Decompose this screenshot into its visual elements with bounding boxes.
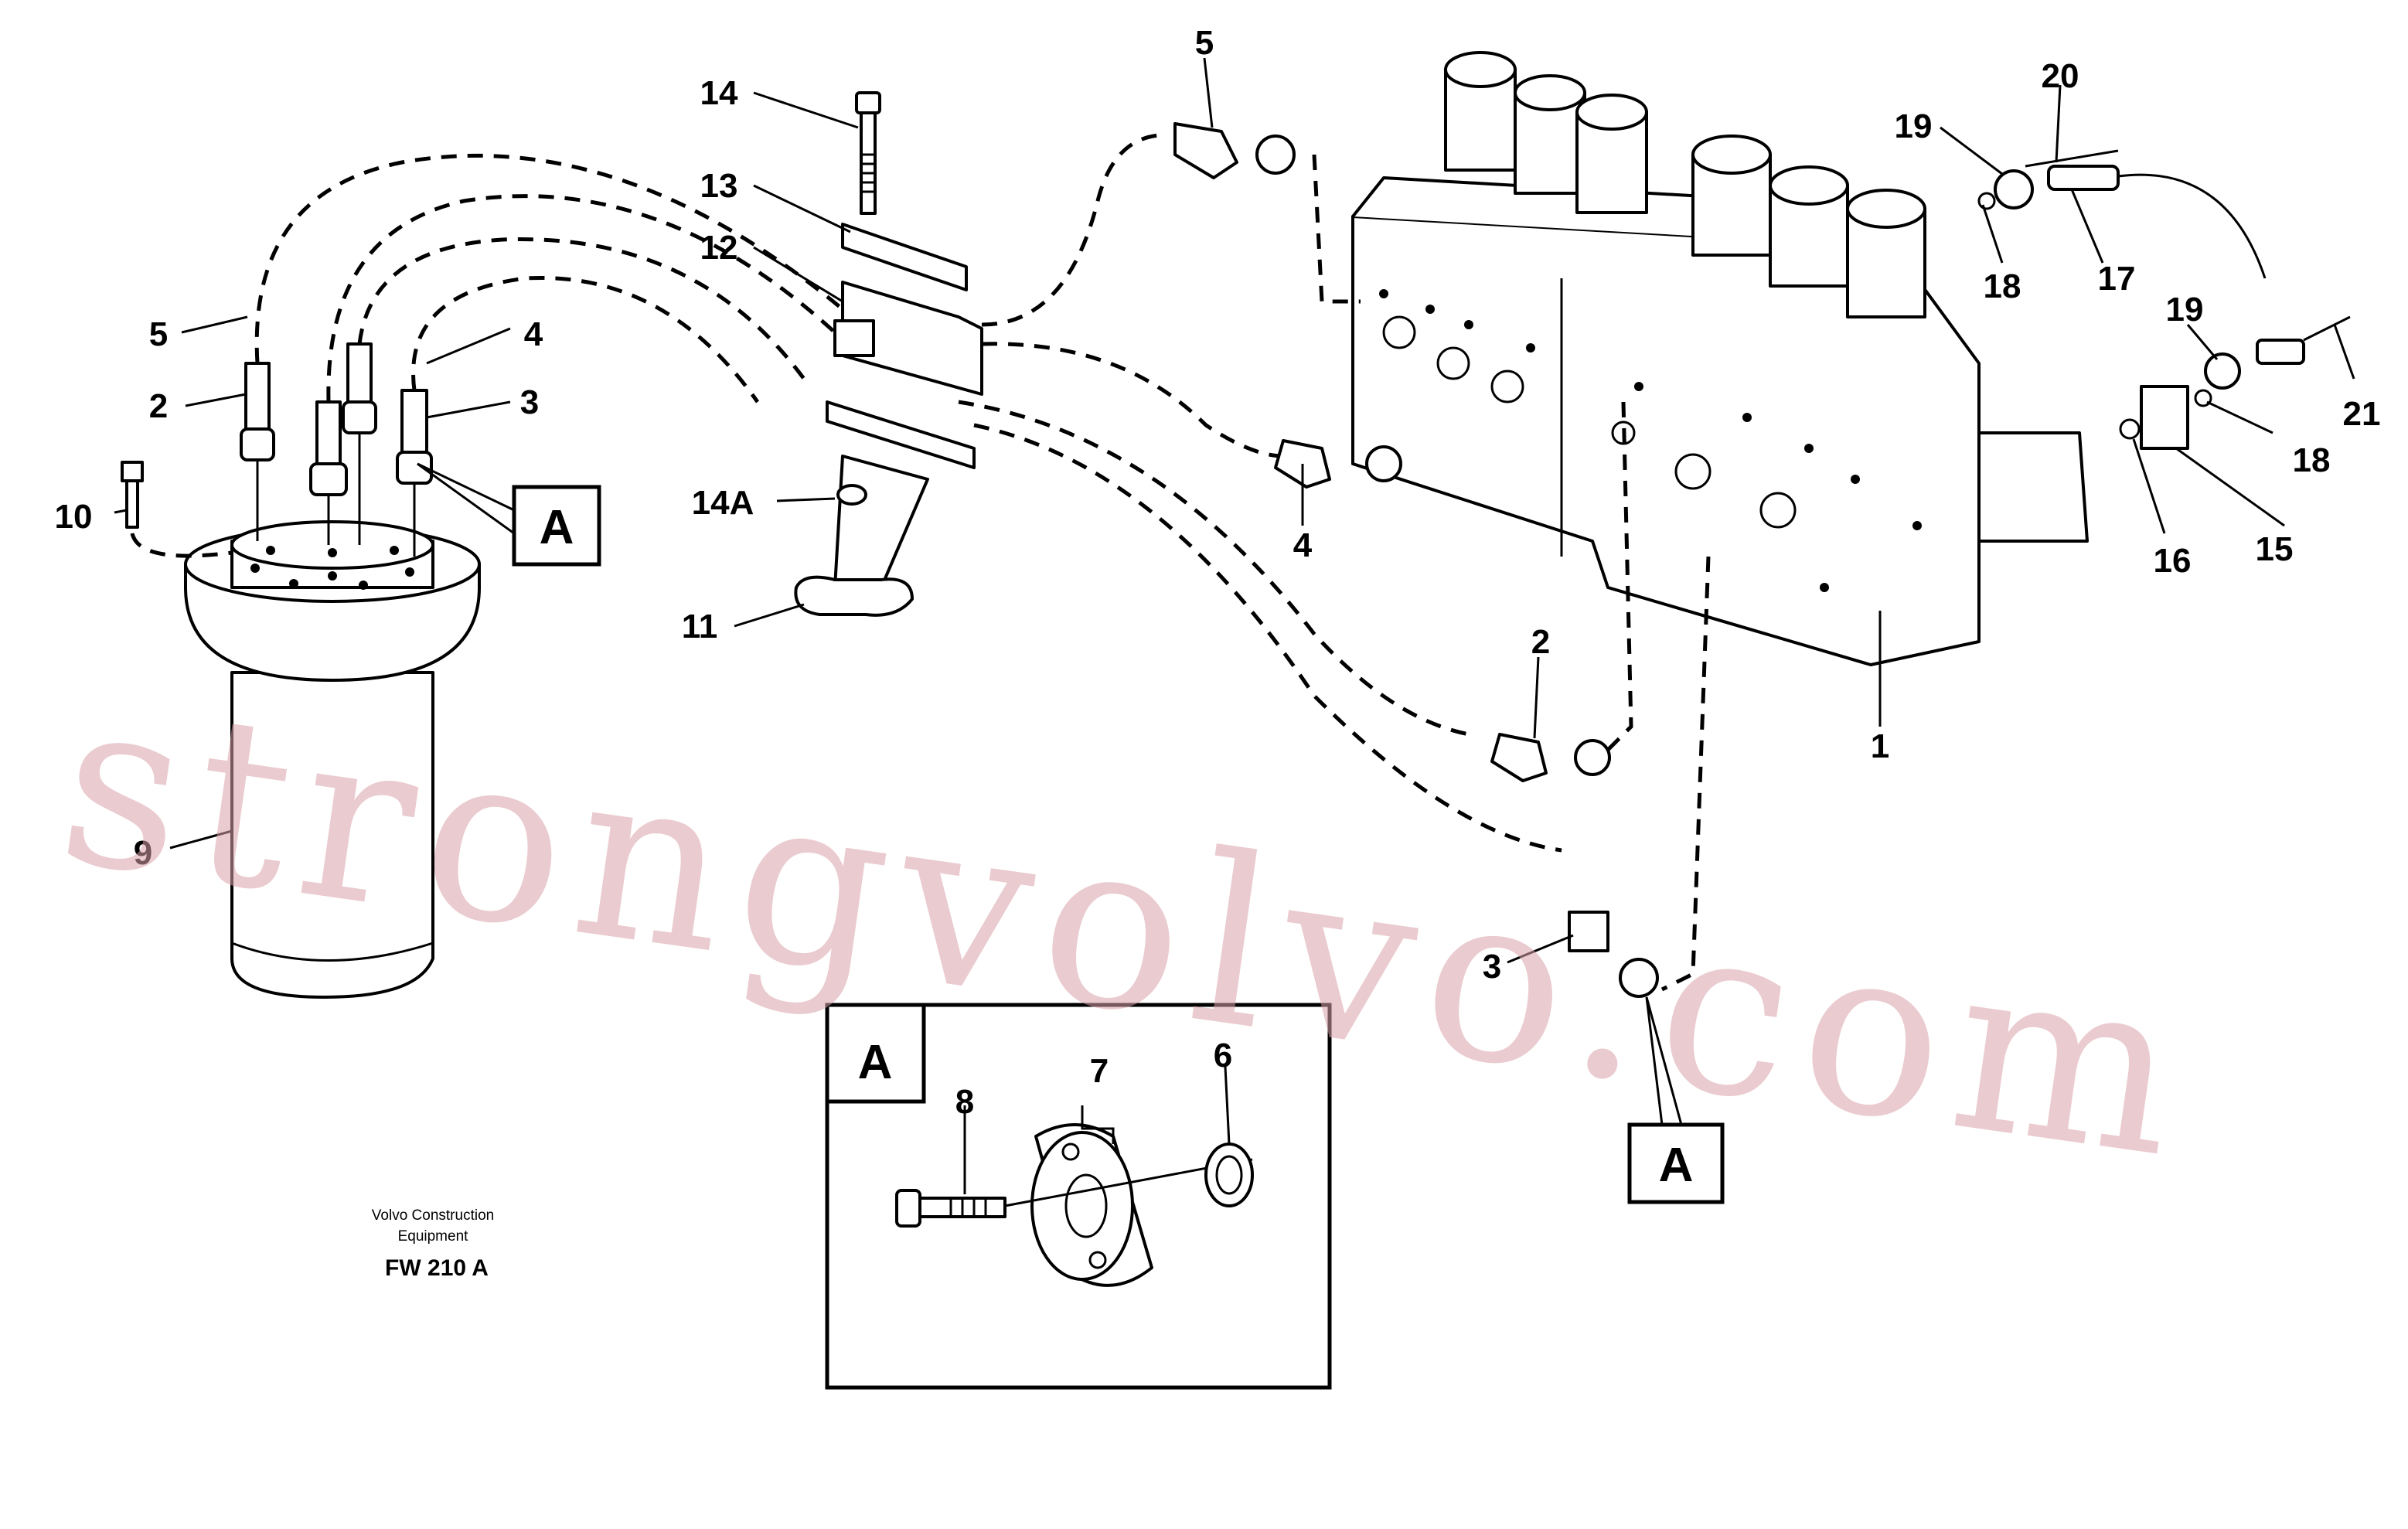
callout-14: 14 bbox=[700, 74, 738, 112]
callout-11: 11 bbox=[682, 608, 718, 645]
callout-17: 17 bbox=[2098, 260, 2136, 298]
callout-16: 16 bbox=[2154, 542, 2192, 580]
credit-line-2: Equipment bbox=[398, 1228, 469, 1245]
callout-3-valve: 3 bbox=[1483, 948, 1501, 986]
callout-20: 20 bbox=[2042, 57, 2079, 95]
callout-7: 7 bbox=[1090, 1052, 1109, 1090]
control-valve-block bbox=[1351, 51, 2089, 666]
credit-line-1: Volvo Construction bbox=[372, 1207, 494, 1224]
callout-4-filter: 4 bbox=[524, 315, 543, 353]
svg-text:A: A bbox=[540, 501, 574, 554]
callout-19-bottom: 19 bbox=[2166, 291, 2204, 329]
callout-4-valve: 4 bbox=[1293, 526, 1313, 564]
callout-3-filter: 3 bbox=[520, 383, 539, 421]
callout-12: 12 bbox=[700, 229, 738, 267]
callout-5-valve: 5 bbox=[1195, 24, 1214, 62]
hose-routes bbox=[254, 133, 1711, 992]
filter-fittings bbox=[121, 342, 433, 558]
bracket-assembly bbox=[794, 91, 983, 617]
filter-housing bbox=[184, 520, 481, 999]
svg-text:A: A bbox=[1659, 1139, 1694, 1192]
detail-view-a: A bbox=[825, 1003, 1332, 1390]
callout-8: 8 bbox=[955, 1083, 974, 1121]
callout-5-filter: 5 bbox=[149, 315, 168, 353]
callout-13: 13 bbox=[700, 167, 738, 205]
right-fittings bbox=[1977, 149, 2351, 450]
callout-9: 9 bbox=[134, 834, 152, 872]
callout-18-bottom: 18 bbox=[2293, 441, 2331, 479]
detail-view-label: A bbox=[858, 1036, 893, 1089]
solenoid-row bbox=[1444, 51, 1926, 318]
callout-18-top: 18 bbox=[1984, 267, 2021, 305]
valve-hose-fittings bbox=[1173, 122, 1659, 998]
callout-6: 6 bbox=[1214, 1037, 1232, 1074]
figure-id: FW 210 A bbox=[385, 1255, 489, 1281]
credit-block: Volvo Construction Equipment FW 210 A bbox=[372, 1207, 494, 1281]
callout-labels: 5 2 4 3 10 9 14 13 12 14A 11 5 4 2 3 1 1… bbox=[55, 24, 2381, 1121]
callout-2-valve: 2 bbox=[1531, 623, 1550, 661]
callout-10: 10 bbox=[55, 498, 93, 536]
callout-2-filter: 2 bbox=[149, 387, 168, 425]
callout-1: 1 bbox=[1871, 727, 1889, 765]
callout-15: 15 bbox=[2256, 530, 2294, 568]
callout-14a: 14A bbox=[692, 484, 754, 522]
leader-lines bbox=[114, 57, 2355, 1194]
callout-box-hose: A bbox=[1627, 996, 1725, 1204]
callout-box-filter: A bbox=[417, 462, 601, 567]
callout-21: 21 bbox=[2343, 395, 2381, 433]
callout-19-top: 19 bbox=[1895, 107, 1933, 145]
